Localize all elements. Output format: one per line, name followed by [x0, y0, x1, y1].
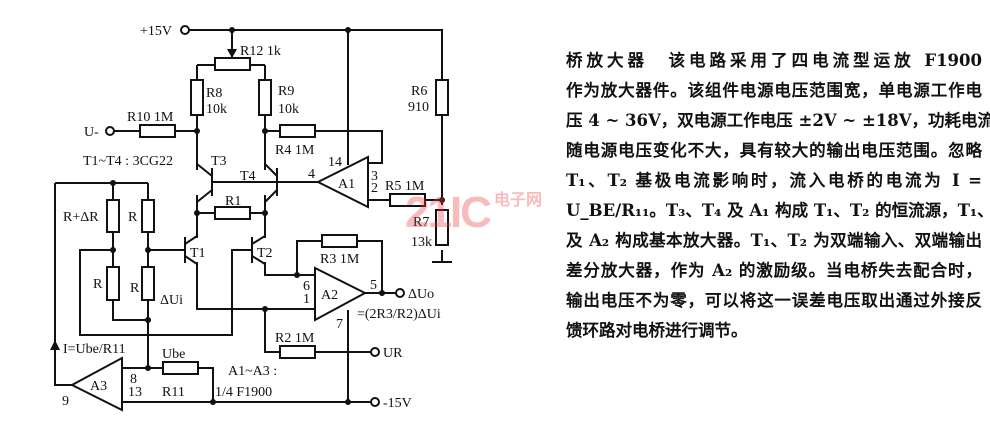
label-r3: R3 1M [320, 252, 360, 267]
label-bridge-r-bottom-right: R [130, 281, 140, 296]
label-opamps-type: 1/4 F1900 [215, 385, 272, 400]
resistors [106, 57, 449, 375]
description-line: 输出电压不为零，可以将这一误差电压取出通过外接反 [566, 291, 982, 310]
description-line: 及 A₂ 构成基本放大器。T₁、T₂ 为双端输入、双端输出 [566, 231, 982, 250]
pin-a1-out: 4 [308, 167, 315, 182]
label-bridge-r-delta: R+ΔR [63, 210, 99, 225]
label-r10: R10 1M [127, 110, 174, 125]
label-r7: R7 [413, 215, 429, 230]
description-line: 作为放大器件。该组件电源电压范围宽，单电源工作电 [566, 81, 982, 100]
label-r12: R12 1k [240, 44, 281, 59]
pin-a2-out: 5 [370, 278, 377, 293]
label-r1: R1 [225, 194, 241, 209]
label-r8-value: 10k [206, 102, 227, 117]
label-t4: T4 [240, 169, 256, 184]
label-r6-value: 910 [408, 100, 429, 115]
label-neg-supply: -15V [383, 396, 412, 411]
label-r4: R4 1M [275, 143, 315, 158]
label-transistors-note: T1~T4 : 3CG22 [83, 154, 173, 169]
pin-a3-minus: 8 [130, 372, 137, 387]
label-a1: A1 [338, 177, 355, 192]
label-gain-formula: =(2R3/R2)ΔUi [357, 307, 441, 322]
terminal-u-minus [105, 126, 115, 136]
label-current-formula: I=Ube/R11 [63, 342, 126, 357]
label-delta-ui: ΔUi [160, 293, 183, 308]
pin-a2-v: 7 [336, 317, 343, 332]
label-r7-value: 13k [411, 235, 432, 250]
label-t1: T1 [190, 246, 206, 261]
terminals [105, 25, 405, 407]
pin-a2-minus: 6 [303, 279, 310, 294]
label-delta-uo: ΔUo [408, 287, 434, 302]
description-line: 压 4 ~ 36V，双电源工作电压 ±2V ~ ±18V，功耗电流 [566, 111, 990, 130]
label-a3: A3 [90, 379, 107, 394]
label-ur: UR [383, 346, 403, 361]
description-line: 馈环路对电桥进行调节。 [566, 321, 748, 340]
description-line: T₁、T₂ 基极电流影响时，流入电桥的电流为 I = [566, 171, 982, 190]
label-r5: R5 1M [385, 179, 425, 194]
description-line: U_BE/R₁₁。T₃、T₄ 及 A₁ 构成 T₁、T₂ 的恒流源，T₁、T₂ [566, 201, 990, 220]
bridge-amplifier-circuit: +15V -15V U- T1~T4 : 3CG22 A1~A3 : 1/4 F… [50, 24, 452, 412]
description-line: 差分放大器，作为 A₂ 的激励级。当电桥失去配合时， [566, 261, 982, 280]
pin-a3-plus: 13 [128, 385, 142, 400]
pin-a2-plus: 1 [303, 292, 310, 307]
label-u-minus: U- [84, 125, 99, 140]
description-line: 随电源电压变化不大，具有较大的输出电压范围。忽略 [566, 141, 982, 160]
pin-a1-plus: 2 [371, 181, 378, 196]
label-r6: R6 [411, 84, 427, 99]
circuit-description: 桥放大器 该电路采用了四电流型运放 F1900 作为放大器件。该组件电源电压范围… [566, 46, 990, 346]
label-ube: Ube [162, 347, 185, 362]
description-line: 桥放大器 该电路采用了四电流型运放 F1900 [566, 51, 982, 70]
label-r2: R2 1M [275, 331, 315, 346]
label-r9: R9 [278, 84, 294, 99]
label-bridge-r-bottom-left: R [93, 277, 103, 292]
wires [50, 29, 452, 412]
terminal-ur [370, 347, 380, 357]
junctions [110, 27, 445, 405]
terminal-neg-supply [370, 397, 380, 407]
pin-a1-v: 14 [328, 155, 342, 170]
label-r11: R11 [162, 385, 185, 400]
terminal-pos-supply [180, 25, 190, 35]
label-t3: T3 [211, 154, 227, 169]
pin-a3-out: 9 [62, 394, 69, 409]
terminal-delta-uo [395, 288, 405, 298]
label-r9-value: 10k [278, 102, 299, 117]
labels: +15V -15V U- T1~T4 : 3CG22 A1~A3 : 1/4 F… [62, 24, 441, 411]
pin-a1-minus: 3 [371, 169, 378, 184]
label-t2: T2 [257, 246, 273, 261]
label-bridge-r-top: R [128, 210, 138, 225]
label-pos-supply: +15V [140, 24, 172, 39]
label-a2: A2 [321, 288, 338, 303]
label-r8: R8 [206, 86, 222, 101]
label-opamps-note: A1~A3 : [228, 364, 277, 379]
